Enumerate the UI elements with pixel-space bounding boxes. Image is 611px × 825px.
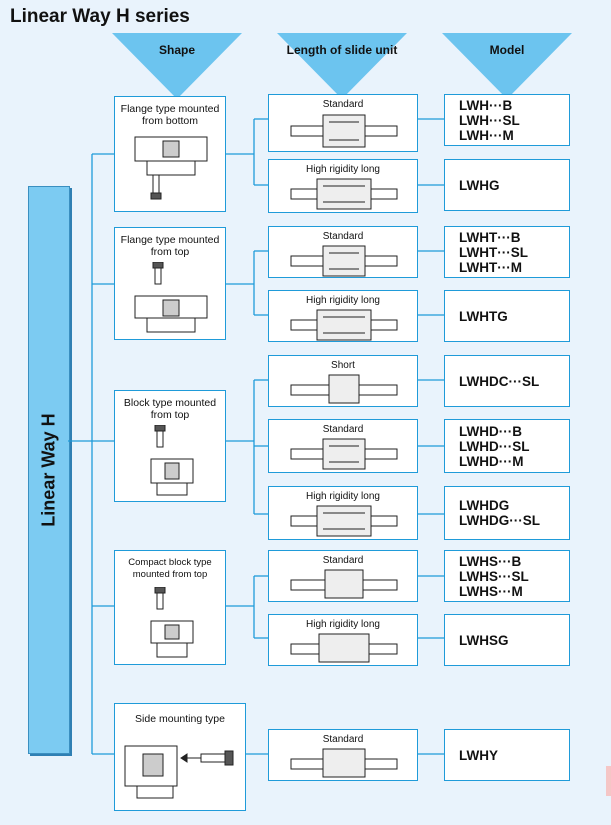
model-box: LWH···B LWH···SL LWH···M: [444, 94, 570, 146]
model-name: LWHT···M: [459, 259, 522, 275]
model-name: LWHY: [459, 747, 498, 763]
flange-bottom-illustration: [134, 136, 208, 200]
length-box: High rigidity long: [268, 290, 418, 342]
length-box: Short: [268, 355, 418, 407]
length-box: Standard: [268, 729, 418, 781]
shape-box-compact-block-top: Compact block type mounted from top: [114, 550, 226, 665]
model-name: LWHD···SL: [459, 438, 530, 454]
model-list: LWHS···B LWHS···SL LWHS···M: [445, 551, 569, 601]
model-list: LWHT···B LWHT···SL LWHT···M: [445, 227, 569, 277]
length-label: High rigidity long: [306, 619, 380, 630]
header-model: Model: [442, 33, 572, 99]
model-name: LWHTG: [459, 308, 508, 324]
slide-unit-standard-icon: [290, 114, 398, 148]
length-label: Standard: [322, 424, 364, 435]
model-box: LWHT···B LWHT···SL LWHT···M: [444, 226, 570, 278]
length-box: Standard: [268, 226, 418, 278]
page-title: Linear Way H series: [10, 6, 190, 27]
rail-box: Linear Way H: [28, 186, 70, 754]
slide-unit-standard-icon: [290, 245, 398, 277]
shape-box-block-top: Block type mounted from top: [114, 390, 226, 502]
model-name: LWHDG···SL: [459, 513, 540, 528]
length-box: Standard: [268, 550, 418, 602]
model-list: LWHTG: [445, 291, 569, 341]
model-name: LWHT···B: [459, 229, 521, 245]
shape-label: Side mounting type: [135, 713, 225, 725]
slide-unit-standard-icon: [290, 569, 398, 599]
length-label: Standard: [322, 734, 364, 745]
model-list: LWHSG: [445, 615, 569, 665]
model-box: LWHDC···SL: [444, 355, 570, 407]
length-box: High rigidity long: [268, 159, 418, 213]
model-name: LWHD···B: [459, 423, 522, 439]
side-mounting-illustration: [124, 745, 234, 799]
length-box: High rigidity long: [268, 486, 418, 540]
model-box: LWHDG LWHDG···SL: [444, 486, 570, 540]
header-shape: Shape: [112, 33, 242, 99]
model-box: LWHS···B LWHS···SL LWHS···M: [444, 550, 570, 602]
length-label: High rigidity long: [306, 491, 380, 502]
model-list: LWHDG LWHDG···SL: [445, 487, 569, 539]
model-box: LWHY: [444, 729, 570, 781]
slide-unit-long-icon: [290, 505, 398, 537]
length-label: Standard: [322, 231, 364, 242]
chevron-down-icon: [112, 33, 242, 99]
length-box: Standard: [268, 419, 418, 473]
length-box: High rigidity long: [268, 614, 418, 666]
shape-box-flange-bottom: Flange type mounted from bottom: [114, 96, 226, 212]
model-name: LWHDG: [459, 498, 510, 513]
model-list: LWHD···B LWHD···SL LWHD···M: [445, 420, 569, 472]
length-box: Standard: [268, 94, 418, 152]
length-label: High rigidity long: [306, 164, 380, 175]
header-model-label: Model: [489, 43, 525, 57]
model-name: LWH···M: [459, 127, 514, 143]
model-box: LWHTG: [444, 290, 570, 342]
model-name: LWHDC···SL: [459, 373, 540, 389]
model-name: LWH···B: [459, 97, 513, 113]
shape-label: Block type mounted from top: [123, 397, 217, 421]
header-length: Length of slide unit: [277, 33, 407, 99]
slide-unit-standard-icon: [290, 438, 398, 470]
model-name: LWHSG: [459, 632, 509, 648]
model-box: LWHG: [444, 159, 570, 211]
model-name: LWHS···SL: [459, 568, 529, 584]
shape-label: Flange type mounted from bottom: [120, 103, 220, 127]
chevron-down-icon: [442, 33, 572, 99]
header-shape-label: Shape: [158, 43, 195, 57]
slide-unit-long-icon: [290, 178, 398, 210]
model-list: LWH···B LWH···SL LWH···M: [445, 95, 569, 145]
model-list: LWHDC···SL: [445, 356, 569, 406]
model-box: LWHSG: [444, 614, 570, 666]
model-box: LWHD···B LWHD···SL LWHD···M: [444, 419, 570, 473]
model-list: LWHG: [445, 160, 569, 210]
model-name: LWHS···B: [459, 553, 522, 569]
model-name: LWHG: [459, 177, 500, 193]
shape-label: Compact block type mounted from top: [128, 557, 212, 580]
length-label: High rigidity long: [306, 295, 380, 306]
block-top-illustration: [150, 425, 194, 496]
slide-unit-standard-icon: [290, 748, 398, 778]
chevron-down-icon: [277, 33, 407, 99]
shape-box-flange-top: Flange type mounted from top: [114, 227, 226, 340]
header-length-label: Length of slide unit: [286, 43, 398, 57]
compact-block-illustration: [150, 587, 194, 658]
shape-label: Flange type mounted from top: [120, 234, 220, 258]
flange-top-illustration: [134, 262, 208, 333]
length-label: Standard: [322, 555, 364, 566]
model-name: LWH···SL: [459, 112, 520, 128]
page-edge-tab: [606, 766, 611, 796]
model-list: LWHY: [445, 730, 569, 780]
model-name: LWHT···SL: [459, 244, 528, 260]
model-name: LWHS···M: [459, 583, 523, 599]
length-label: Standard: [322, 99, 364, 110]
slide-unit-short-icon: [290, 374, 398, 404]
length-label: Short: [331, 360, 355, 371]
slide-unit-long-icon: [290, 633, 398, 663]
shape-box-side-mounting: Side mounting type: [114, 703, 246, 811]
slide-unit-long-icon: [290, 309, 398, 341]
model-name: LWHD···M: [459, 453, 524, 469]
